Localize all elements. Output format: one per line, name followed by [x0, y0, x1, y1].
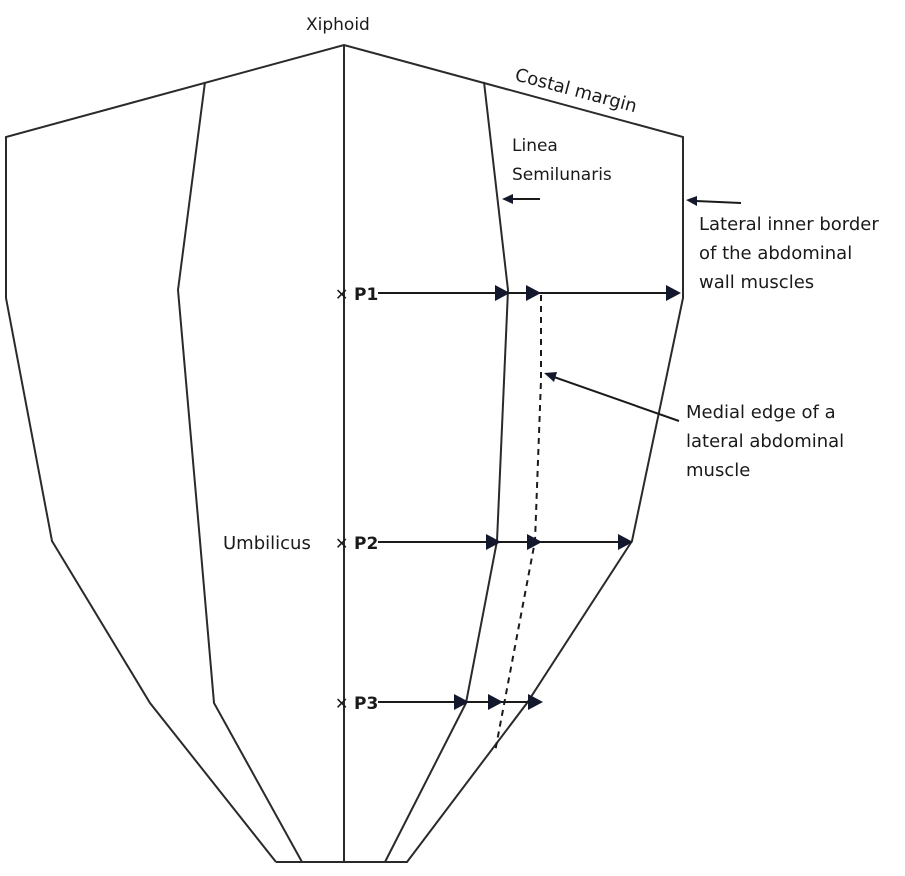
linea-semilunaris-pointer-head: [502, 194, 513, 204]
p1-arrowhead-lateral-border: [666, 285, 681, 301]
p2-arrowhead-medial-edge: [527, 534, 542, 550]
lateral-border-label-line1: Lateral inner border: [699, 214, 879, 235]
costal-margin-label: Costal margin: [513, 65, 639, 118]
medial-edge-pointer-head: [544, 372, 557, 382]
lateral-border-pointer-head: [686, 196, 697, 206]
medial-edge-label-line2: lateral abdominal: [686, 431, 844, 452]
umbilicus-label: Umbilicus: [223, 533, 311, 554]
linea-semilunaris-label-line2: Semilunaris: [512, 165, 612, 185]
p2-arrowhead-lateral-border: [618, 534, 633, 550]
medial-edge-label-line1: Medial edge of a: [686, 402, 836, 423]
linea-semilunaris-label-line1: Linea: [512, 136, 558, 156]
left-linea-semilunaris: [176, 81, 303, 863]
p2-label: P2: [354, 534, 378, 554]
point-p3-group: ✕ P3: [335, 694, 543, 714]
p1-arrowhead-medial-edge: [526, 285, 541, 301]
p3-arrowhead-lateral-border: [528, 694, 543, 710]
point-p2-group: ✕ P2: [335, 534, 633, 554]
lateral-border-label-line3: wall muscles: [699, 272, 814, 293]
p1-label: P1: [354, 285, 378, 305]
xiphoid-label: Xiphoid: [306, 15, 370, 35]
right-linea-semilunaris: [384, 81, 510, 863]
p3-cross-icon: ✕: [335, 694, 348, 713]
p3-arrowhead-semilunaris: [454, 694, 469, 710]
p1-arrowhead-semilunaris: [495, 285, 510, 301]
lateral-border-label-line2: of the abdominal: [699, 243, 852, 264]
p2-arrowhead-semilunaris: [486, 534, 501, 550]
abdominal-wall-outline: [5, 43, 684, 863]
medial-edge-dashed-line: [494, 295, 542, 753]
lateral-border-pointer: [695, 200, 742, 204]
p1-cross-icon: ✕: [335, 285, 348, 304]
p3-arrowhead-medial-edge: [488, 694, 503, 710]
medial-edge-label-line3: muscle: [686, 460, 750, 481]
medial-edge-pointer: [553, 376, 680, 422]
p2-cross-icon: ✕: [335, 534, 348, 553]
p3-label: P3: [354, 694, 378, 714]
point-p1-group: ✕ P1: [335, 285, 681, 305]
